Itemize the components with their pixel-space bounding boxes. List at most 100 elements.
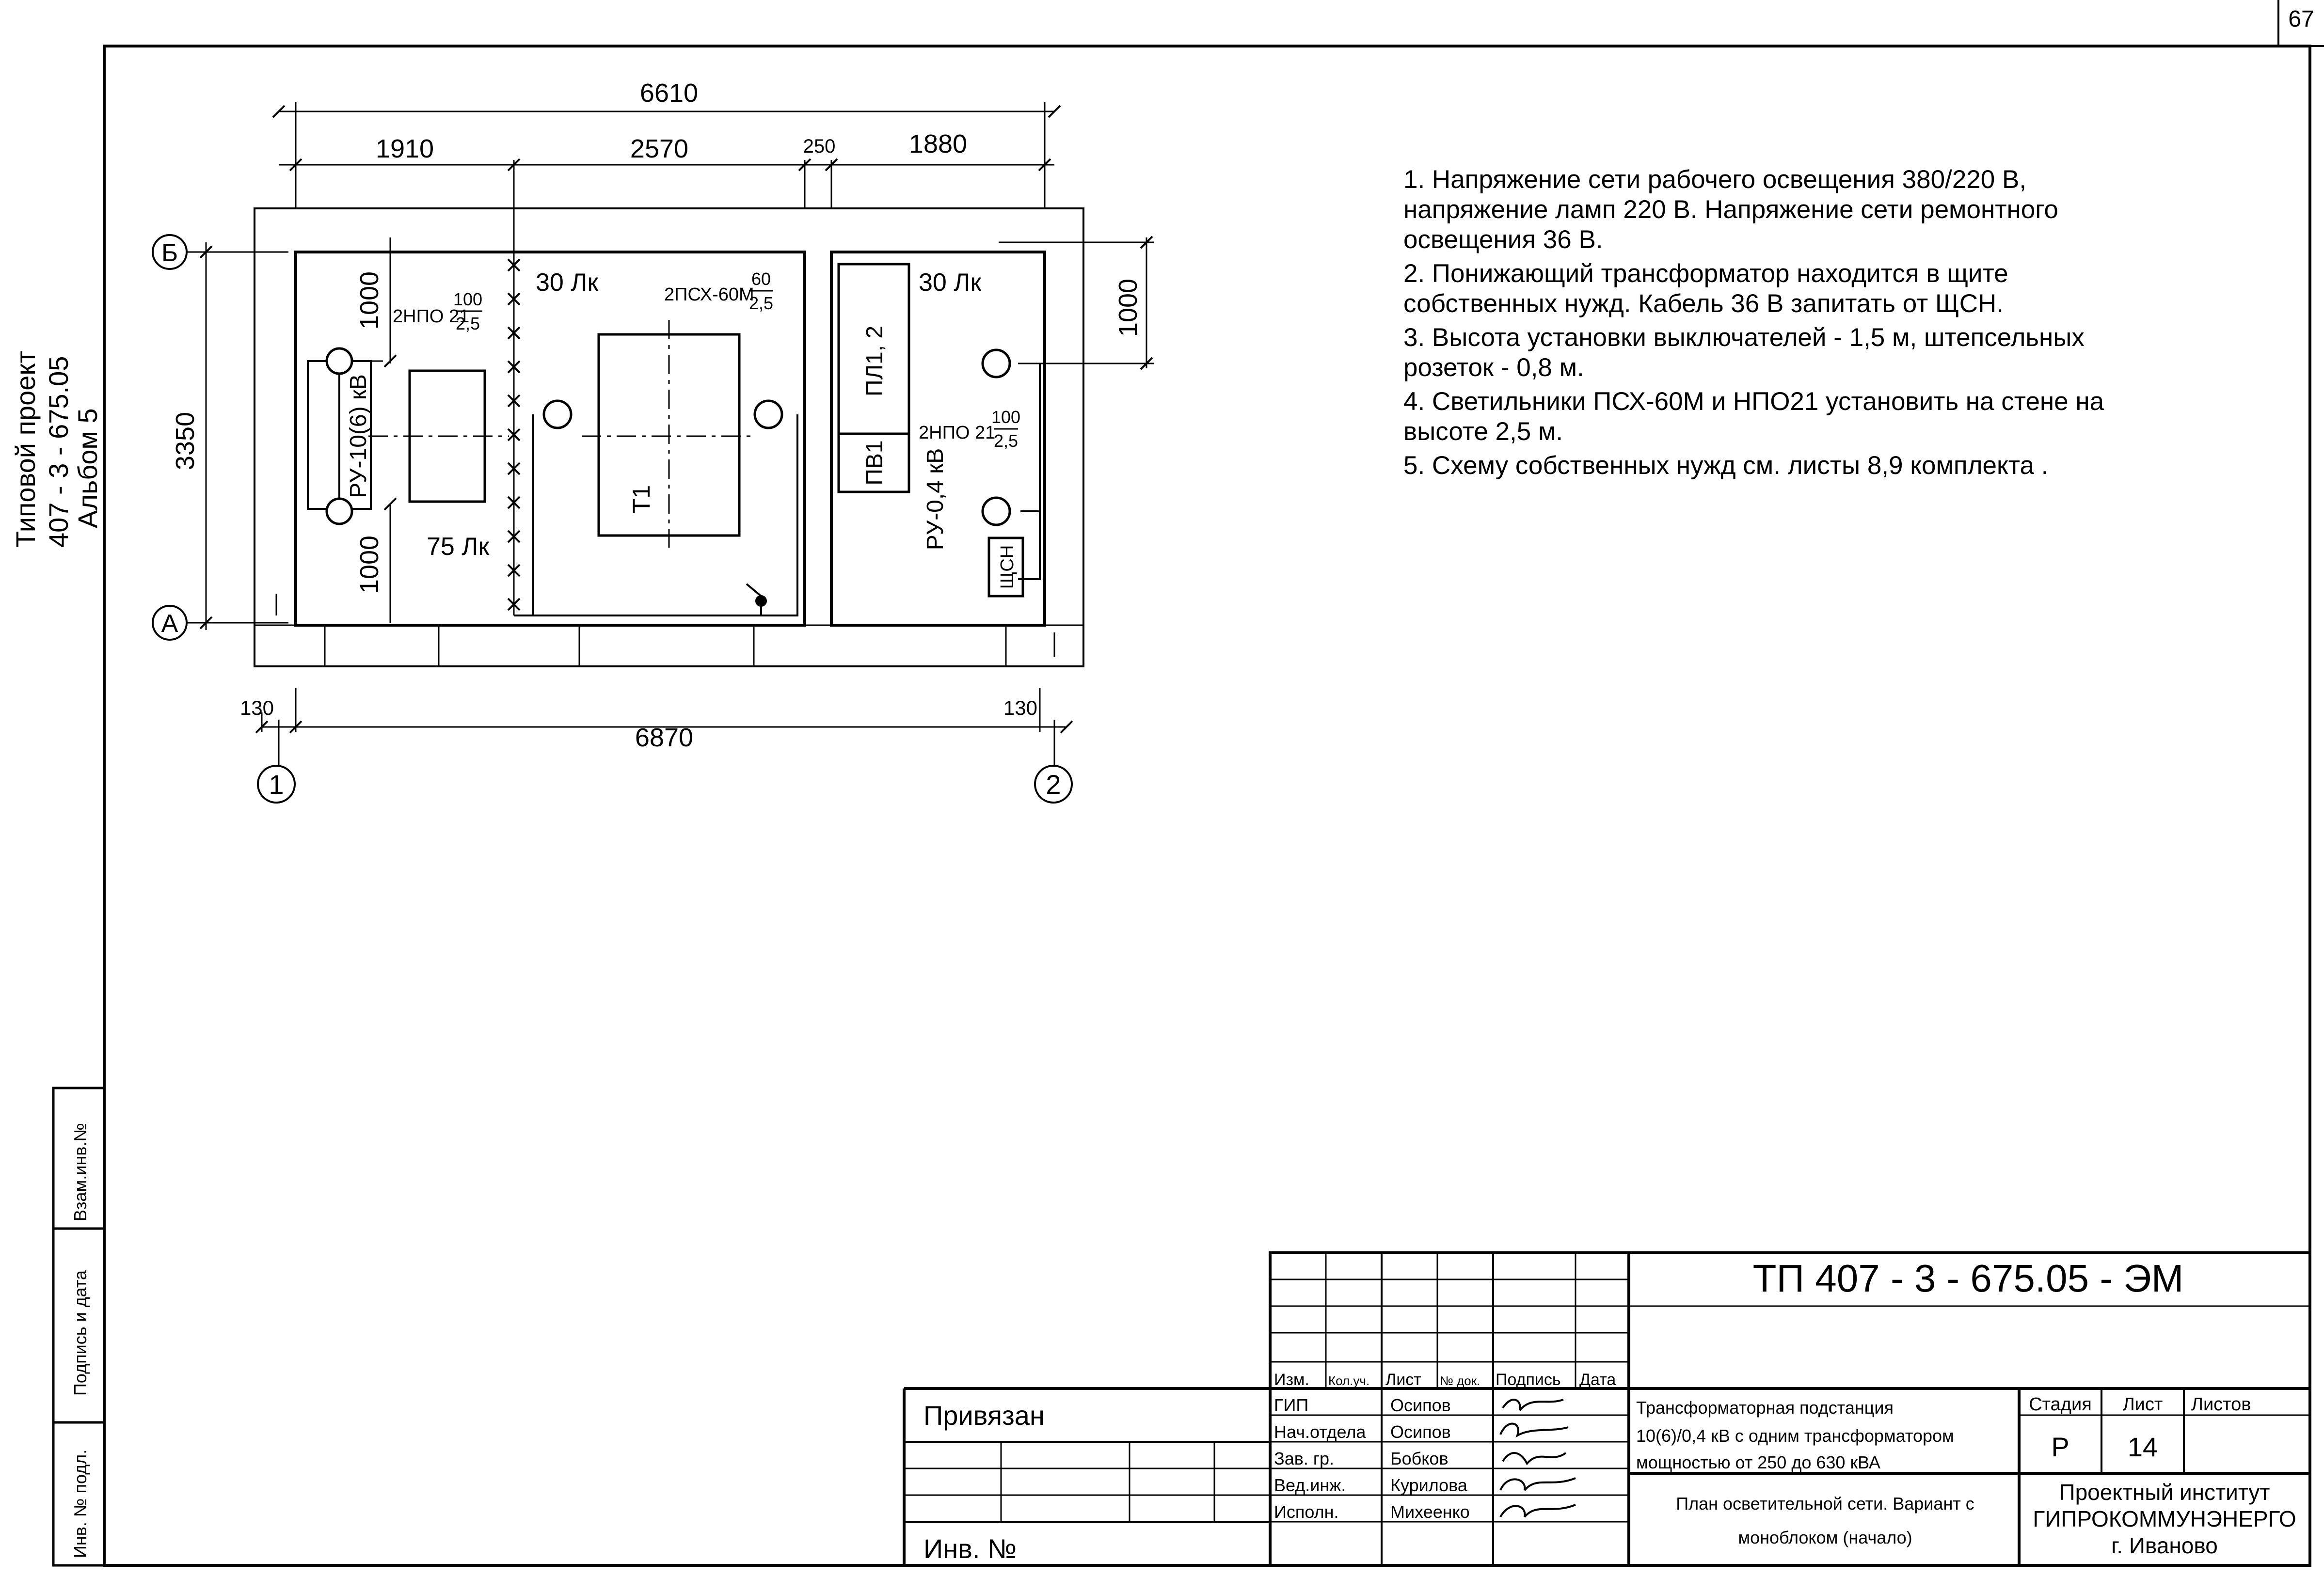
org-line-2: ГИПРОКОММУНЭНЕРГО [2033,1506,2296,1531]
lamp-circle-icon [753,399,783,429]
lamp-npo-left-label: 2НПО 21 [393,306,469,327]
project-line-2: 10(6)/0,4 кВ с одним трансформатором [1636,1426,1954,1446]
sheet-title-line-2: моноблоком (начало) [1738,1528,1912,1547]
axis-label-b: Б [161,239,178,267]
margin-stamp-podpis: Подпись и дата [70,1270,90,1396]
lamp-circle-icon [542,399,573,429]
notes-list: 1. Напряжение сети рабочего освещения 38… [1403,165,2131,485]
lux-30-right: 30 Лк [919,268,981,297]
dim-1000-right: 1000 [1114,279,1143,337]
axis-label-2: 2 [1046,769,1061,800]
shsn-label: ЩСН [997,545,1018,589]
pl-label: ПЛ1, 2 [862,326,888,396]
note-item: 2. Понижающий трансформатор находится в … [1403,259,2008,318]
lamp-circle-icon [325,347,353,375]
project-line-1: Трансформаторная подстанция [1636,1398,1894,1418]
stage-value: Р [2051,1432,2069,1462]
lamp-circle-icon [325,497,353,525]
lamp-psh-num: 60 [751,269,771,289]
name-4: Курилова [1390,1475,1468,1495]
header-podpis: Подпись [1496,1371,1561,1389]
lux-75: 75 Лк [427,533,489,561]
note-item: 1. Напряжение сети рабочего освещения 38… [1403,165,2058,254]
dim-250: 250 [803,136,836,157]
pv-label: ПВ1 [862,440,888,485]
sheet-title-line-1: План осветительной сети. Вариант с [1676,1494,1974,1514]
lamp-npo-left-num: 100 [453,289,482,309]
project-line-3: мощностью от 250 до 630 кВА [1636,1452,1880,1472]
project-description: Трансформаторная подстанция 10(6)/0,4 кВ… [1636,1398,1974,1547]
axis-markers [152,234,1073,804]
side-title-line-3: Альбом 5 [72,408,103,528]
lamp-npo-right-den: 2,5 [994,431,1018,451]
header-kol: Кол.уч. [1328,1373,1369,1388]
document-code: ТП 407 - 3 - 675.05 - ЭМ [1753,1257,2184,1300]
privyazan-label: Привязан [923,1400,1045,1431]
wiring [338,361,1041,616]
name-5: Михеенко [1390,1502,1470,1522]
lamp-psh-label: 2ПСХ-60М [664,284,754,305]
dimension-labels: 6610 1910 2570 250 1880 3350 1000 1000 1… [171,79,1143,752]
list-value: 14 [2128,1432,2158,1462]
role-zav: Зав. гр. [1274,1449,1334,1468]
dim-3350: 3350 [171,412,200,470]
axis-label-a: А [161,610,178,638]
note-item: 3. Высота установки выключателей - 1,5 м… [1403,323,2085,382]
plan-labels: 30 Лк 30 Лк 75 Лк 2НПО 21 100 2,5 2ПСХ-6… [346,268,1020,589]
side-title-line-2: 407 - 3 - 675.05 [43,356,74,548]
title-block-people: ГИП Нач.отдела Зав. гр. Вед.инж. Исполн.… [1274,1395,1470,1522]
lux-30-left: 30 Лк [536,268,598,297]
dim-2570: 2570 [630,134,688,163]
org-line-1: Проектный институт [2059,1480,2270,1505]
dim-1000-bottom: 1000 [355,536,384,594]
page-number: 67 [2288,6,2314,32]
header-doc: № док. [1440,1373,1480,1388]
dimension-lines [187,102,1154,766]
cable-ticks [507,258,521,611]
name-1: Осипов [1390,1395,1451,1415]
dim-1910: 1910 [376,134,434,163]
lamp-npo-right-label: 2НПО 21 [919,423,995,443]
lamp-circle-icon [981,496,1011,526]
org-line-3: г. Иваново [2111,1533,2218,1558]
title-block-headers: Изм. Кол.уч. Лист № док. Подпись Дата [1274,1371,1616,1389]
name-3: Бобков [1390,1449,1449,1468]
dim-6870: 6870 [635,723,693,752]
side-title-line-1: Типовой проект [10,351,41,548]
lamp-npo-right-num: 100 [991,407,1020,427]
margin-stamp-vzam: Взам.инв.№ [70,1123,90,1221]
dim-1880: 1880 [909,129,967,158]
ru-04-label: РУ-0,4 кВ [923,448,948,551]
t1-label: Т1 [628,485,655,513]
role-gip: ГИП [1274,1395,1308,1415]
centerlines [368,320,756,548]
header-data: Дата [1579,1371,1616,1389]
header-list: Лист [1385,1371,1421,1389]
ru-10-label: РУ-10(6) кВ [346,374,371,498]
note-item: 5. Схему собственных нужд см. листы 8,9 … [1403,451,2049,480]
title-block [903,1251,2311,1567]
stage-cells: Стадия Лист Листов Р 14 [2029,1394,2251,1462]
inv-no-label: Инв. № [923,1533,1017,1564]
sheet-frame [103,0,2324,1567]
dim-130-right: 130 [1003,696,1037,719]
margin-stamp [52,1087,106,1567]
signatures [1499,1399,1576,1518]
note-item: 4. Светильники ПСХ-60М и НПО21 установит… [1403,387,2104,446]
lists-label: Листов [2191,1394,2251,1415]
lamp-npo-left-den: 2,5 [456,314,480,333]
role-nach: Нач.отдела [1274,1422,1366,1442]
dim-6610: 6610 [640,79,698,108]
margin-stamp-inv: Инв. № подл. [70,1450,90,1558]
role-ved: Вед.инж. [1274,1475,1346,1495]
stage-label: Стадия [2029,1394,2092,1415]
dim-1000-top: 1000 [355,271,384,330]
lamp-psh-den: 2,5 [749,293,773,313]
role-ispoln: Исполн. [1274,1502,1339,1522]
dim-130-left: 130 [240,696,274,719]
list-label: Лист [2123,1394,2163,1415]
name-2: Осипов [1390,1422,1451,1442]
switch-icon [755,595,767,607]
lamp-circle-icon [981,348,1011,379]
